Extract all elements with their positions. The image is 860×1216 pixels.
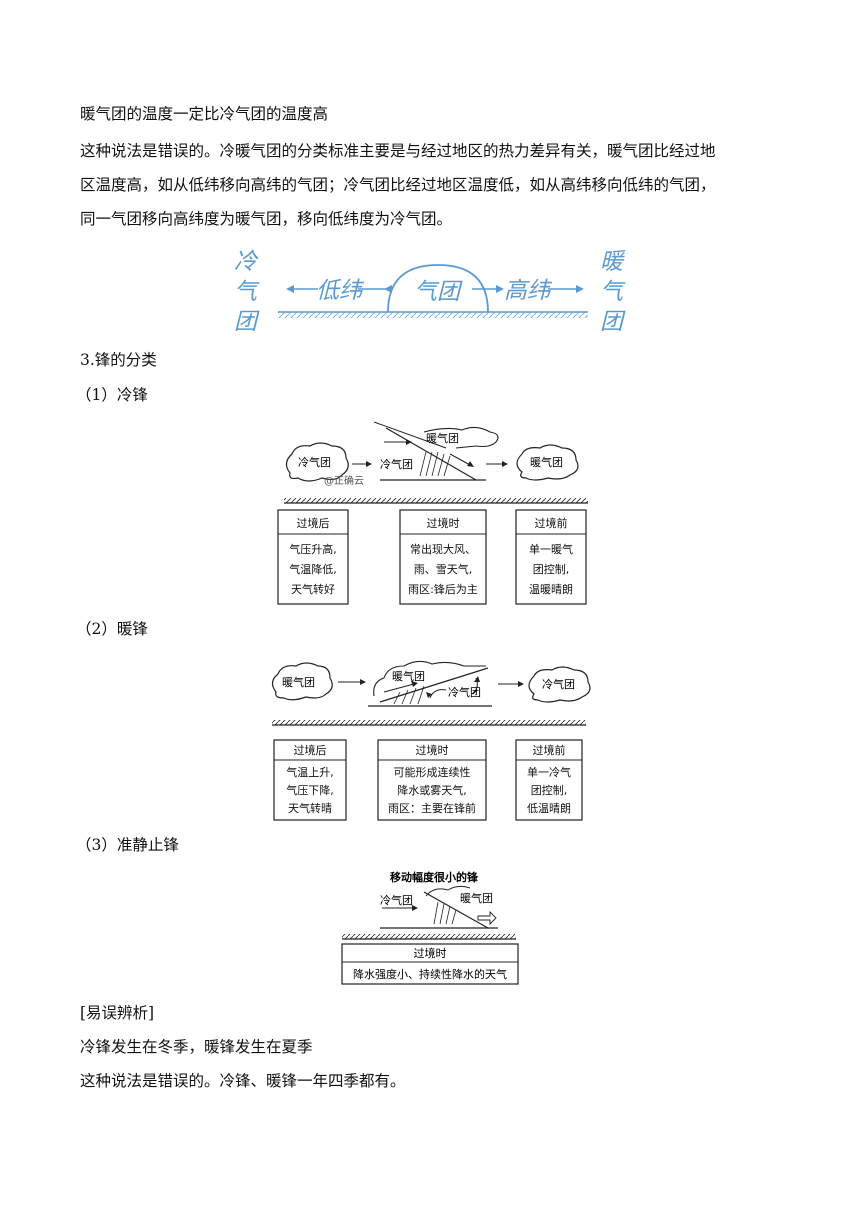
warm-front-cold-mass-label: 冷气团 — [448, 685, 481, 699]
cold-front-heading: （1）冷锋 — [76, 386, 148, 404]
airmass-right-1: 暖 — [600, 249, 626, 275]
warm-box3-title: 过境前 — [533, 743, 566, 757]
cold-box3-title: 过境前 — [535, 516, 568, 530]
watermark-text: @正确云 — [324, 474, 364, 487]
cold-cloud-label: 冷气团 — [298, 455, 331, 469]
warm-box2-line3: 雨区：主要在锋前 — [388, 801, 476, 815]
warm-box1-line1: 气温上升, — [286, 765, 334, 779]
airmass-left-1: 冷 — [234, 249, 259, 275]
airmass-left-arrow-label: 低纬 — [316, 278, 365, 304]
cold-front-warm-cloud-label: 暖气团 — [530, 455, 563, 469]
stationary-front-figure: 移动幅度很小的锋 冷气团 暖气团 过境时 降水强度小、持续性降水的天气 — [341, 870, 519, 985]
cold-box2-line1: 常出现大风、 — [410, 542, 476, 556]
cold-box1-line2: 气温降低, — [289, 562, 337, 576]
stationary-box-title: 过境时 — [414, 946, 447, 960]
airmass-center-label: 气团 — [414, 279, 463, 305]
cold-box1-line3: 天气转好 — [291, 582, 335, 596]
intro-line-1: 这种说法是错误的。冷暖气团的分类标准主要是与经过地区的热力差异有关，暖气团比经过… — [80, 142, 716, 160]
cold-box2-title: 过境时 — [427, 516, 460, 530]
airmass-right-3: 团 — [600, 309, 626, 335]
warm-box1-line3: 天气转晴 — [288, 801, 332, 815]
warm-box3-line2: 团控制, — [531, 783, 568, 797]
warm-front-warm-mass-label: 暖气团 — [392, 669, 425, 683]
misconception-heading: [易误辨析] — [80, 1004, 155, 1022]
intro-heading: 暖气团的温度一定比冷气团的温度高 — [80, 105, 329, 123]
warm-front-figure: 暖气团 暖气团 冷气团 冷气团 过境后 气温上升, 气压下降, 天气转晴 过境时… — [271, 660, 591, 821]
misconception-answer: 这种说法是错误的。冷锋、暖锋一年四季都有。 — [80, 1072, 406, 1090]
airmass-figure: 冷 气 团 低纬 气团 高纬 暖 气 团 — [234, 249, 626, 335]
warm-box2-line1: 可能形成连续性 — [394, 765, 471, 779]
stationary-front-heading: （3）准静止锋 — [76, 836, 179, 854]
stationary-warm-mass-label: 暖气团 — [460, 891, 493, 905]
warm-box2-title: 过境时 — [416, 743, 449, 757]
cold-box2-line2: 雨、雪天气, — [414, 562, 473, 576]
stationary-box-text: 降水强度小、持续性降水的天气 — [353, 967, 507, 981]
section-title: 3.锋的分类 — [80, 351, 157, 369]
intro-line-2: 区温度高，如从低纬移向高纬的气团；冷气团比经过地区温度低，如从高纬移向低纬的气团… — [80, 176, 716, 194]
cold-box1-line1: 气压升高, — [289, 542, 337, 556]
cold-box3-line3: 温暖晴朗 — [529, 583, 573, 596]
warm-box3-line3: 低温晴朗 — [527, 802, 571, 815]
cold-box3-line2: 团控制, — [533, 562, 570, 576]
stationary-cold-mass-label: 冷气团 — [380, 893, 413, 907]
intro-line-3: 同一气团移向高纬度为暖气团，移向低纬度为冷气团。 — [80, 210, 453, 228]
warm-box1-title: 过境后 — [294, 743, 327, 757]
cold-box2-line3: 雨区:锋后为主 — [408, 583, 478, 596]
misconception-claim: 冷锋发生在冬季，暖锋发生在夏季 — [80, 1038, 313, 1056]
cold-front-cold-mass-label: 冷气团 — [380, 457, 413, 471]
airmass-left-2: 气 — [234, 279, 260, 305]
warm-box3-line1: 单一冷气 — [527, 765, 571, 779]
cold-front-figure: 冷气团 @正确云 暖气团 冷气团 暖气团 过境后 气压升高, 气温降低, 天气转… — [277, 421, 588, 605]
warm-box1-line2: 气压下降, — [286, 783, 334, 797]
airmass-right-2: 气 — [600, 279, 626, 305]
cold-front-warm-mass-label: 暖气团 — [426, 431, 459, 445]
warm-box2-line2: 降水或雾天气, — [397, 783, 467, 797]
stationary-caption: 移动幅度很小的锋 — [390, 870, 479, 884]
warm-front-cold-cloud-label: 冷气团 — [542, 677, 575, 691]
airmass-left-3: 团 — [234, 309, 260, 335]
warm-cloud-label: 暖气团 — [282, 675, 315, 689]
airmass-right-arrow-label: 高纬 — [504, 278, 553, 304]
warm-front-heading: （2）暖锋 — [76, 620, 148, 638]
cold-box1-title: 过境后 — [297, 516, 330, 530]
cold-box3-line1: 单一暖气 — [529, 542, 573, 556]
